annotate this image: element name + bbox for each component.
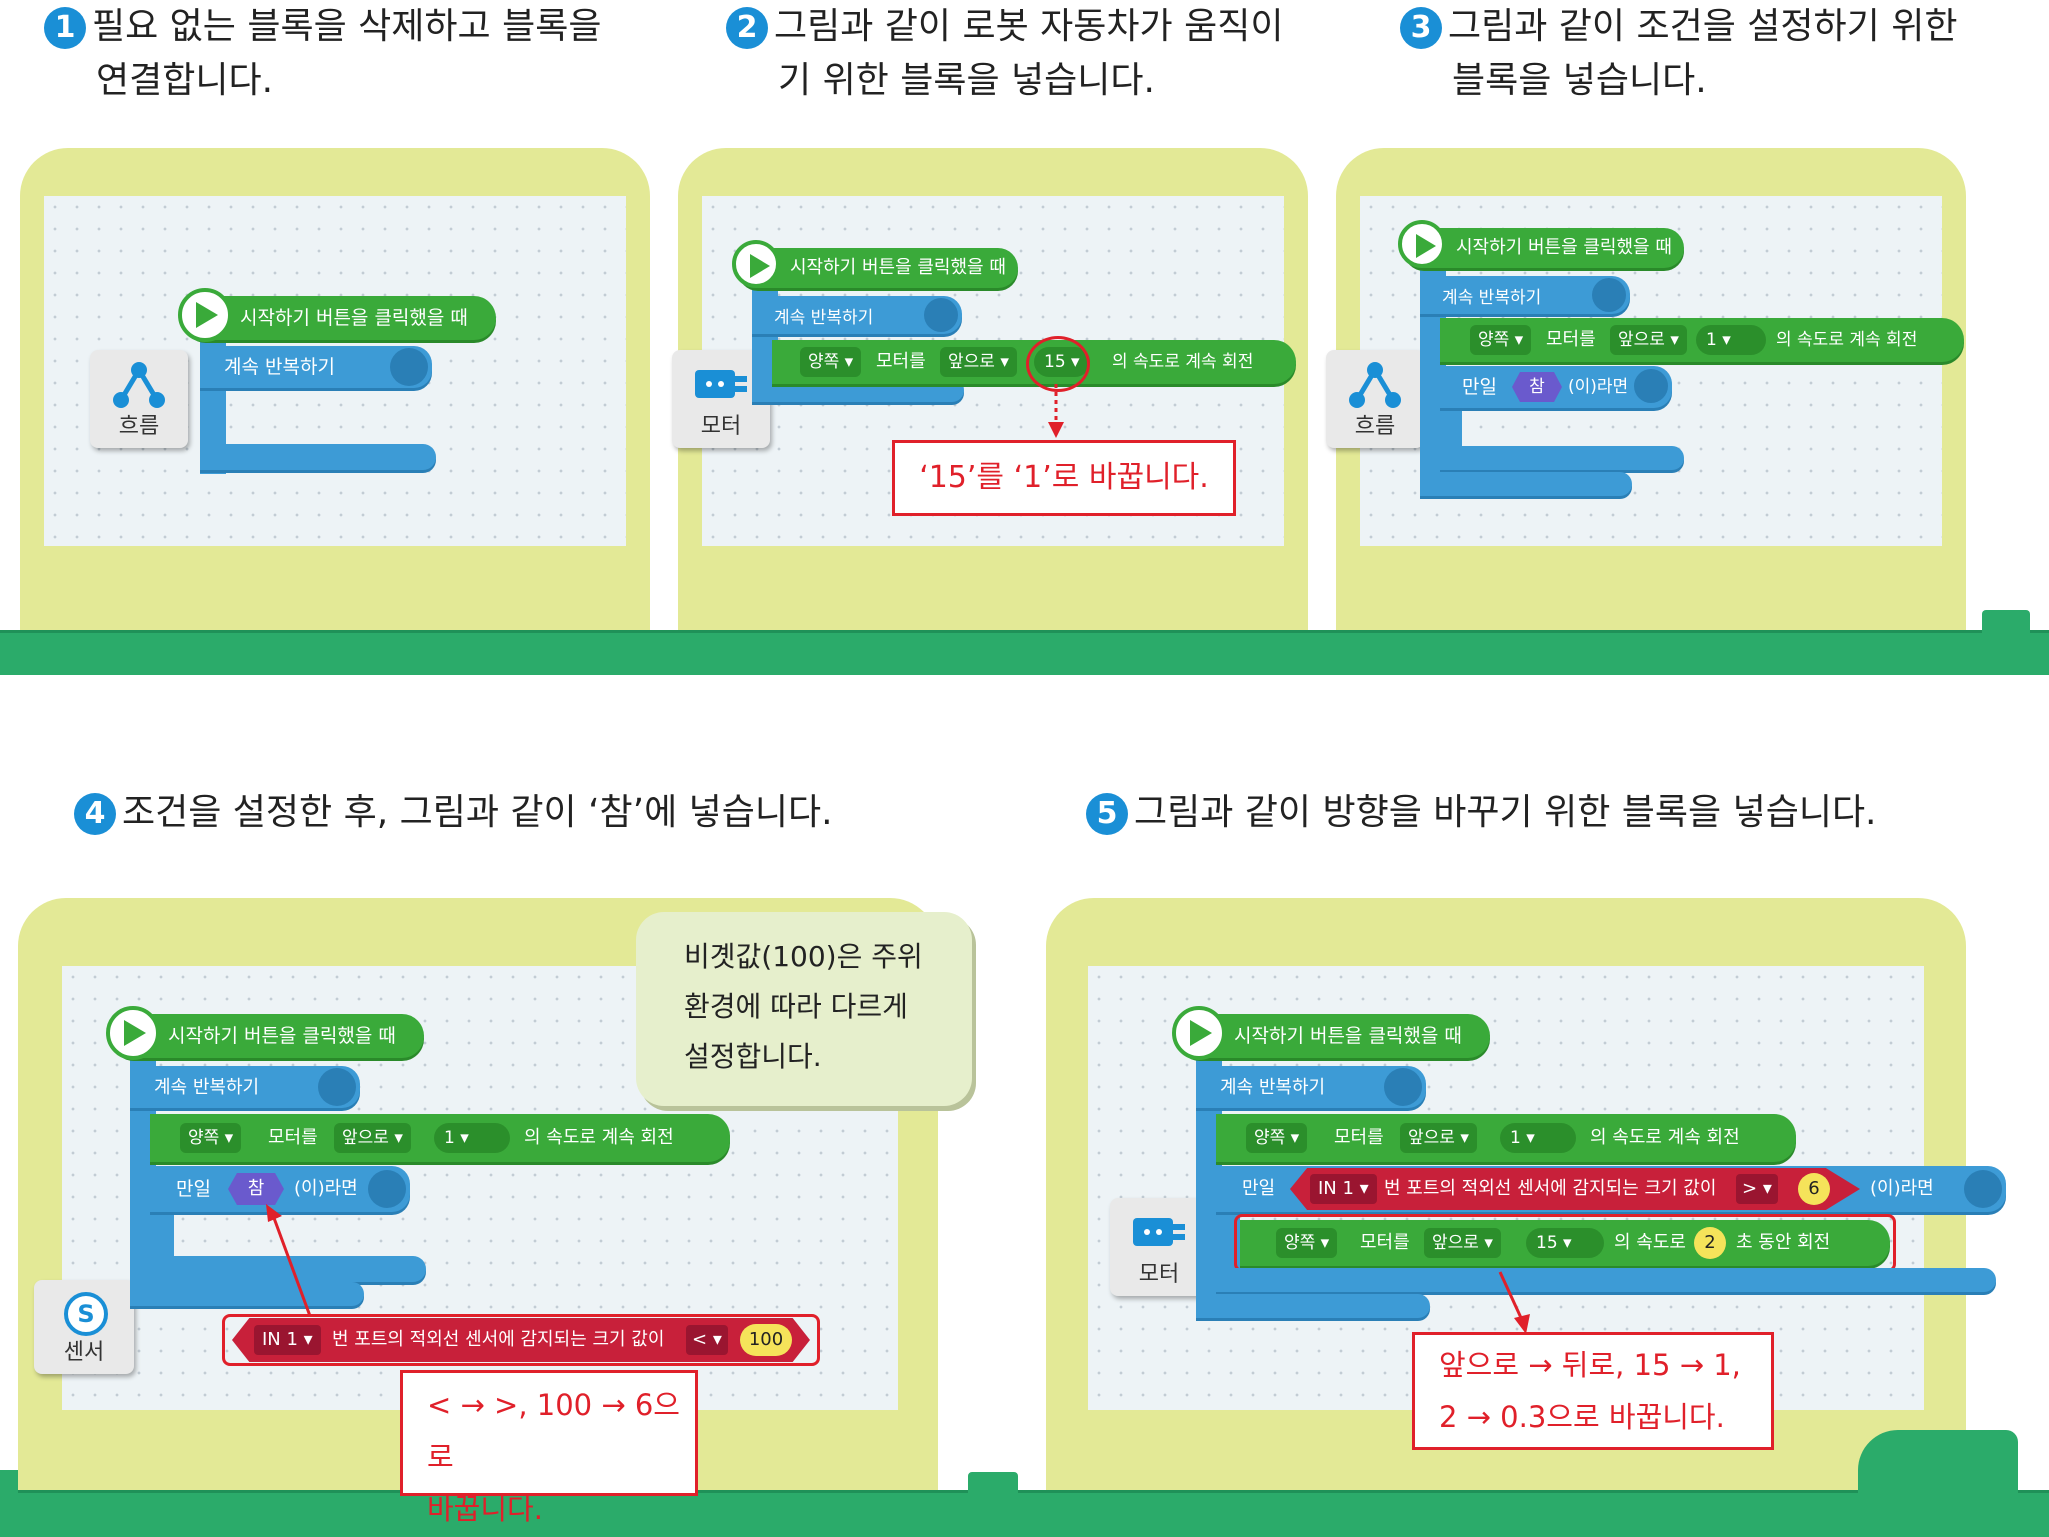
arrow-icon [1048,384,1064,438]
flow-icon [1592,278,1626,312]
play-icon [732,240,780,288]
flow-icon [113,362,165,408]
side-dropdown[interactable]: 양쪽 ▾ [1470,325,1532,355]
arrow-icon [1498,1271,1530,1334]
flow-icon [1384,1068,1422,1106]
forever-end [1196,1294,1430,1318]
speed-dropdown[interactable]: 1 ▾ [1696,325,1766,355]
tip-bubble: 비곗값(100)은 주위 환경에 따라 다르게 설정합니다. [636,912,972,1106]
seconds-input[interactable]: 2 [1694,1227,1726,1259]
play-icon [1172,1006,1226,1060]
flow-icon [318,1068,356,1106]
highlight-box [222,1314,820,1366]
note-5: 앞으로 → 뒤로, 15 → 1, 2 → 0.3으로 바꿉니다. [1412,1332,1774,1450]
side-dropdown[interactable]: 양쪽 ▾ [180,1123,242,1153]
step-number: 4 [74,793,116,835]
operator-dropdown[interactable]: < ▾ [686,1325,728,1355]
step-number: 2 [726,7,768,49]
speed-dropdown[interactable]: 15 ▾ [1526,1228,1604,1258]
flow-icon [1349,362,1401,408]
step-number: 1 [44,7,86,49]
category-flow[interactable]: 흐름 [90,350,188,448]
floor-bump [968,1472,1018,1494]
side-dropdown[interactable]: 양쪽 ▾ [1276,1228,1338,1258]
direction-dropdown[interactable]: 앞으로 ▾ [940,347,1017,377]
forever-block[interactable]: 계속 반복하기 [130,1066,360,1108]
floor-mound [1858,1430,2018,1494]
port-dropdown[interactable]: IN 1 ▾ [1310,1174,1377,1204]
side-dropdown[interactable]: 양쪽 ▾ [800,347,862,377]
port-dropdown[interactable]: IN 1 ▾ [254,1325,321,1355]
direction-dropdown[interactable]: 앞으로 ▾ [1400,1123,1477,1153]
forever-block[interactable]: 계속 반복하기 [1196,1066,1426,1108]
category-flow[interactable]: 흐름 [1326,350,1424,448]
value-input[interactable]: 6 [1798,1173,1830,1205]
forever-block[interactable]: 계속 반복하기 [1420,276,1630,314]
direction-dropdown[interactable]: 앞으로 ▾ [334,1123,411,1153]
flow-icon [1964,1170,2002,1208]
step-number: 3 [1400,7,1442,49]
step-number: 5 [1086,793,1128,835]
value-input[interactable]: 100 [740,1324,792,1356]
floor-edge [0,1470,18,1494]
floor-top [0,630,2049,675]
category-motor[interactable]: 모터 [1110,1198,1208,1296]
flow-icon [924,298,958,332]
speed-dropdown[interactable]: 1 ▾ [1500,1123,1576,1153]
if-block[interactable]: 만일 참 (이)라면 [1440,366,1672,408]
side-dropdown[interactable]: 양쪽 ▾ [1246,1123,1308,1153]
floor-bottom [0,1490,2049,1537]
sensor-compare-block[interactable]: IN 1 ▾ 번 포트의 적외선 센서에 감지되는 크기 값이 > ▾ 6 [1290,1168,1860,1210]
operator-dropdown[interactable]: > ▾ [1736,1174,1778,1204]
motor-timed-block[interactable]: 양쪽 ▾ 모터를 앞으로 ▾ 15 ▾ 의 속도로 2 초 동안 회전 [1240,1220,1890,1266]
forever-end [130,1282,364,1306]
direction-dropdown[interactable]: 앞으로 ▾ [1610,325,1687,355]
motor-icon [695,370,747,398]
forever-block[interactable]: 계속 반복하기 [200,346,432,388]
forever-end [1420,472,1632,496]
highlight-circle [1026,336,1090,392]
note-4: < → >, 100 → 6으로 바꿉니다. [400,1370,698,1526]
start-hat-block[interactable]: 시작하기 버튼을 클릭했을 때 [178,288,496,342]
start-hat-block[interactable]: 시작하기 버튼을 클릭했을 때 [1172,1006,1490,1060]
sensor-compare-block[interactable]: IN 1 ▾ 번 포트의 적외선 센서에 감지되는 크기 값이 < ▾ 100 [232,1318,810,1362]
start-hat-block[interactable]: 시작하기 버튼을 클릭했을 때 [106,1006,424,1060]
if-end [1216,1268,1996,1292]
flow-icon [390,348,428,386]
arrow-icon [266,1204,312,1317]
forever-end [200,444,436,470]
motor-continuous-block[interactable]: 양쪽 ▾ 모터를 앞으로 ▾ 1 ▾ 의 속도로 계속 회전 [1440,318,1964,362]
motor-continuous-block[interactable]: 양쪽 ▾ 모터를 앞으로 ▾ 1 ▾ 의 속도로 계속 회전 [1216,1114,1796,1162]
condition-slot[interactable]: 참 [1512,372,1562,402]
forever-block[interactable]: 계속 반복하기 [752,296,962,334]
start-hat-block[interactable]: 시작하기 버튼을 클릭했을 때 [1398,220,1684,268]
if-end [1440,446,1684,470]
flow-icon [368,1170,406,1208]
play-icon [178,288,232,342]
direction-dropdown[interactable]: 앞으로 ▾ [1424,1228,1501,1258]
if-block[interactable]: 만일 참 (이)라면 [150,1166,410,1212]
motor-icon [1133,1218,1185,1246]
speed-dropdown[interactable]: 1 ▾ [434,1123,510,1153]
category-sensor[interactable]: S 센서 [34,1280,134,1374]
condition-slot[interactable]: 참 [228,1173,284,1205]
sensor-icon: S [64,1292,108,1336]
floor-bump [1982,610,2030,634]
start-hat-block[interactable]: 시작하기 버튼을 클릭했을 때 [732,240,1018,288]
note-2: ‘15’를 ‘1’로 바꿉니다. [892,440,1236,516]
flow-icon [1634,369,1668,403]
play-icon [1398,220,1446,268]
motor-continuous-block[interactable]: 양쪽 ▾ 모터를 앞으로 ▾ 1 ▾ 의 속도로 계속 회전 [150,1114,730,1162]
play-icon [106,1006,160,1060]
